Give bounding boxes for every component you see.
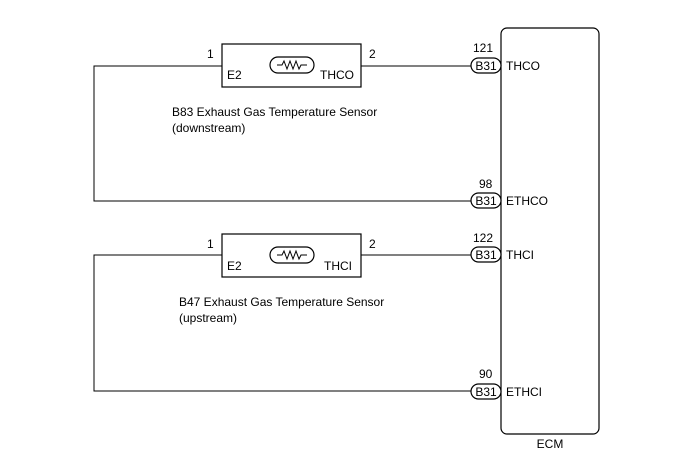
terminal-thci: THCI: [324, 259, 352, 273]
sensor-caption: B47 Exhaust Gas Temperature Sensor: [179, 295, 384, 309]
ecm-pin-number: 90: [479, 367, 493, 381]
sensor-caption-sub: (downstream): [172, 121, 245, 135]
ecm-signal-name: THCO: [506, 59, 540, 73]
pin-number-right: 2: [369, 47, 376, 61]
terminal-e2: E2: [227, 259, 242, 273]
ecm-pin-number: 122: [473, 231, 493, 245]
resistor-zigzag: [277, 249, 307, 261]
ecm-pin-ethci: 90 B31 ETHCI: [470, 367, 542, 400]
sensor-upstream: 1 2 E2 THCI B47 Exhaust Gas Temperature …: [93, 233, 471, 392]
pin-number-right: 2: [369, 237, 376, 251]
ecm-pin-thco: 121 B31 THCO: [470, 41, 540, 74]
connector-badge: [470, 383, 502, 400]
ecm-signal-name: THCI: [506, 248, 534, 262]
ecm-signal-name: ETHCO: [506, 194, 548, 208]
ecm-pin-ethco: 98 B31 ETHCO: [470, 177, 548, 209]
resistor-zigzag: [277, 59, 307, 71]
sensor-caption: B83 Exhaust Gas Temperature Sensor: [172, 105, 377, 119]
connector-code: B31: [475, 385, 497, 399]
wire-e2-upstream: [93, 254, 471, 392]
connector-badge: [470, 57, 502, 74]
terminal-thco: THCO: [320, 68, 354, 82]
ecm-box: [500, 27, 600, 435]
connector-badge: [470, 246, 502, 263]
terminal-e2: E2: [227, 68, 242, 82]
sensor-downstream: 1 2 E2 THCO B83 Exhaust Gas Temperature …: [93, 43, 471, 202]
pin-number-left: 1: [207, 47, 214, 61]
connector-badge: [470, 192, 502, 209]
pin-number-left: 1: [207, 237, 214, 251]
sensor-caption-sub: (upstream): [179, 311, 237, 325]
ecm-signal-name: ETHCI: [506, 385, 542, 399]
ecm-pin-number: 121: [473, 41, 493, 55]
connector-code: B31: [475, 248, 497, 262]
ecm-pin-number: 98: [479, 177, 493, 191]
ecm-pin-thci: 122 B31 THCI: [470, 231, 534, 263]
connector-code: B31: [475, 59, 497, 73]
ecm-label: ECM: [537, 437, 564, 451]
wire-e2-downstream: [93, 65, 471, 202]
connector-code: B31: [475, 194, 497, 208]
